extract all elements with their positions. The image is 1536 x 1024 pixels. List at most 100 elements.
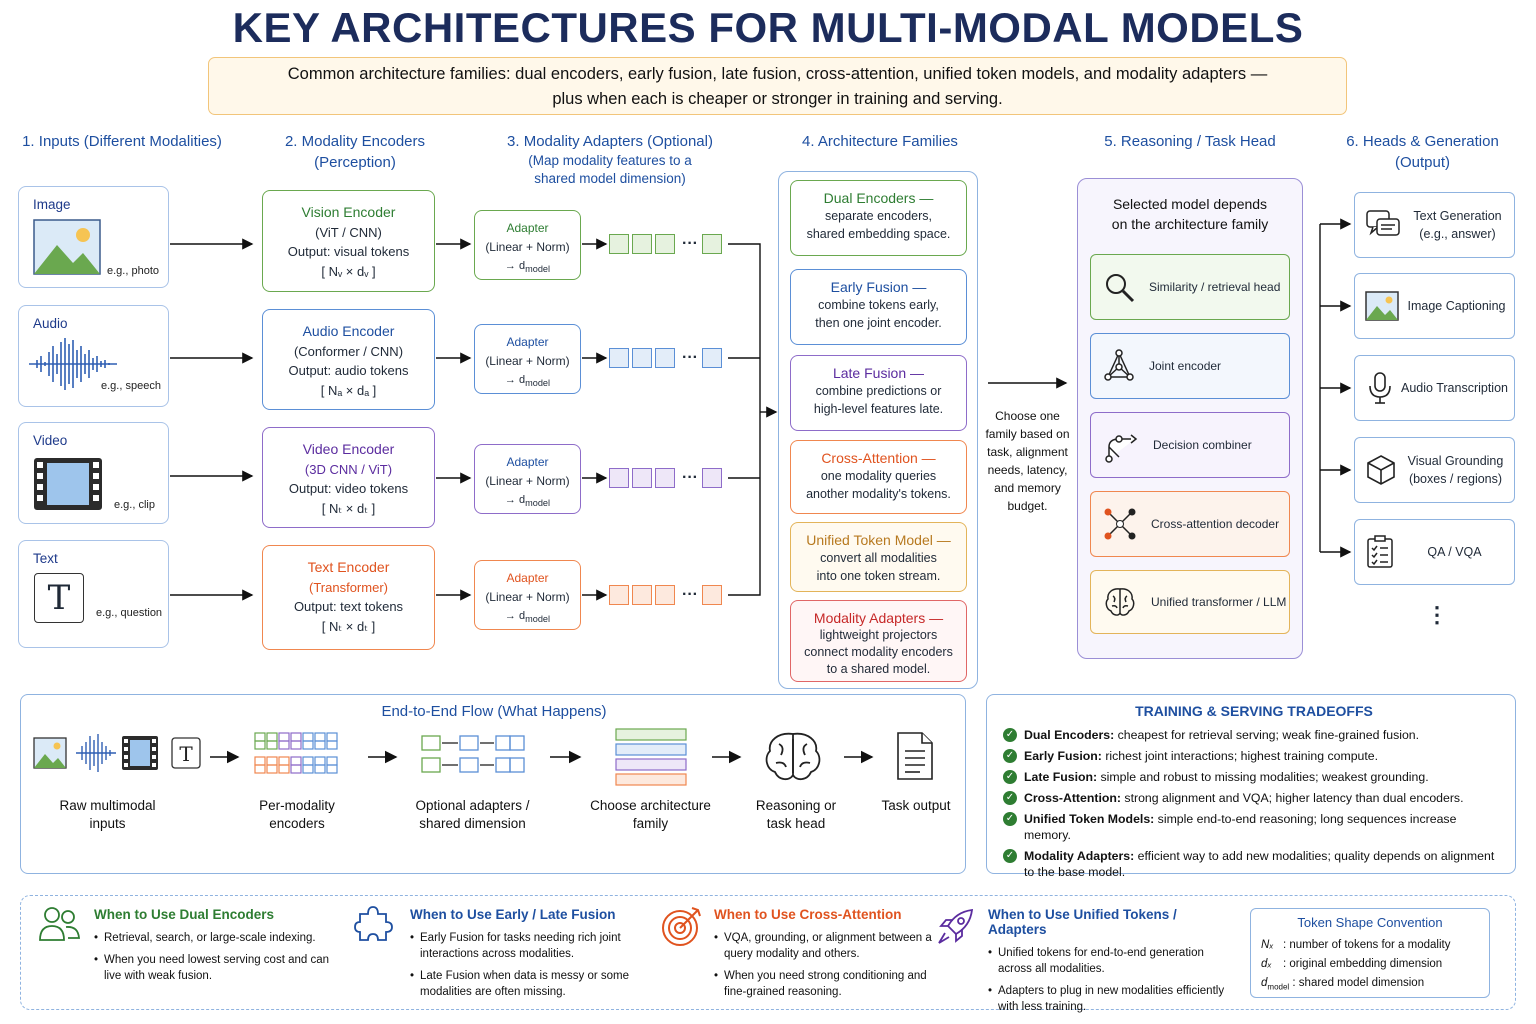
tip-cross-attention: When to Use Cross-Attention VQA, groundi… [714, 907, 944, 1006]
output-text-generation-l1: Text Generation [1413, 209, 1502, 223]
column-header-encoders-line2: (Perception) [314, 154, 396, 171]
family-adapters-title: Modality Adapters — [813, 610, 944, 626]
tradeoffs-panel: TRAINING & SERVING TRADEOFFS ✓Dual Encod… [986, 694, 1516, 879]
token-ellipsis: ··· [682, 586, 698, 604]
token-text [609, 585, 629, 605]
tip-early-late-fusion: When to Use Early / Late Fusion Early Fu… [410, 907, 645, 1006]
family-dual-encoders: Dual Encoders — separate encoders, share… [790, 180, 967, 256]
waveform-icon [29, 338, 117, 390]
image-icon [33, 737, 67, 769]
flow-step-label: Per-modality [259, 798, 335, 813]
tradeoff-row: ✓Late Fusion: simple and robust to missi… [1003, 769, 1505, 785]
adapter-video-out: → d [504, 494, 526, 506]
output-qa-l1: QA / VQA [1427, 545, 1482, 559]
token-video [655, 468, 675, 488]
tradeoff-row: ✓Modality Adapters: efficient way to add… [1003, 848, 1505, 880]
encoder-video-arch: (3D CNN / ViT) [304, 461, 393, 477]
tip-item: Adapters to plug in new modalities effic… [988, 983, 1228, 1015]
family-late-title: Late Fusion — [832, 365, 925, 381]
token-audio [632, 348, 652, 368]
adapter-audio-sub: model [525, 378, 551, 389]
convention-desc: : number of tokens for a modality [1283, 939, 1451, 951]
flow-panel: End-to-End Flow (What Happens) [20, 694, 966, 874]
token-row-text: ··· [609, 585, 725, 605]
encoder-audio-shape: [ Nₐ × dₐ ] [320, 382, 377, 398]
reasoning-header-l1: Selected model depends [1112, 196, 1268, 212]
adapter-vision: Adapter (Linear + Norm) → dmodel [474, 210, 581, 280]
family-late-l2: high-level features late. [813, 402, 944, 416]
check-icon: ✓ [1003, 812, 1017, 826]
token-vision [609, 234, 629, 254]
flow-step-label: Choose architecture [590, 798, 711, 813]
tip-item: Late Fusion when data is messy or some m… [410, 968, 645, 1000]
adapter-vision-title: Adapter [506, 221, 549, 235]
image-icon [33, 219, 101, 275]
subtitle-line-2: plus when each is cheaper or stronger in… [552, 90, 1003, 108]
family-cross-l1: one modality queries [820, 469, 937, 483]
tradeoff-text: richest joint interactions; highest trai… [1101, 749, 1379, 763]
flow-step-label: task head [766, 816, 826, 831]
input-audio-example: e.g., speech [101, 380, 161, 392]
flow-adapters-icon [421, 735, 525, 773]
adapter-text-title: Adapter [506, 571, 549, 585]
choose-line: and memory [994, 481, 1061, 495]
convention-symbol: dₓ [1261, 958, 1272, 970]
family-unified-token: Unified Token Model — convert all modali… [790, 522, 967, 592]
family-modality-adapters: Modality Adapters — lightweight projecto… [790, 600, 967, 682]
head-joint-encoder: Joint encoder [1090, 333, 1290, 399]
column-header-encoders: 2. Modality Encoders (Perception) [255, 131, 455, 173]
tip-dual-title: When to Use Dual Encoders [94, 907, 275, 922]
tradeoff-name: Cross-Attention: [1024, 791, 1122, 805]
encoder-text-output: Output: text tokens [293, 599, 404, 614]
token-row-video: ··· [609, 468, 725, 488]
check-icon: ✓ [1003, 728, 1017, 742]
flow-family-stack-icon [615, 728, 687, 786]
output-image-captioning-l1: Image Captioning [1407, 299, 1506, 313]
output-text-generation-l2: (e.g., answer) [1419, 227, 1496, 241]
check-icon: ✓ [1003, 749, 1017, 763]
flow-step-output: Task output [868, 797, 964, 815]
choose-line: budget. [1007, 499, 1048, 513]
convention-row: dₓ: original embedding dimension [1261, 955, 1479, 974]
adapter-video-title: Adapter [506, 455, 549, 469]
family-dual-title: Dual Encoders — [823, 190, 934, 206]
flow-step-adapters: Optional adapters /shared dimension [400, 797, 545, 833]
adapter-text-body: (Linear + Norm) [485, 590, 570, 604]
adapter-audio-out: → d [504, 374, 526, 386]
family-late-l1: combine predictions or [815, 384, 942, 398]
input-video-example: e.g., clip [114, 499, 155, 511]
adapter-video-sub: model [525, 498, 551, 509]
checklist-icon [1367, 535, 1393, 568]
adapter-text: Adapter (Linear + Norm) → dmodel [474, 560, 581, 630]
tip-unified-title: When to Use Unified Tokens / Adapters [988, 907, 1177, 937]
family-dual-l2: shared embedding space. [806, 227, 951, 241]
adapter-audio: Adapter (Linear + Norm) → dmodel [474, 324, 581, 394]
document-icon [897, 732, 933, 780]
tradeoff-text: simple and robust to missing modalities;… [1097, 770, 1429, 784]
head-similarity-label: Similarity / retrieval head [1149, 280, 1281, 294]
tradeoff-row: ✓Early Fusion: richest joint interaction… [1003, 748, 1505, 764]
check-icon: ✓ [1003, 791, 1017, 805]
head-joint-label: Joint encoder [1149, 359, 1222, 373]
tip-item: Unified tokens for end-to-end generation… [988, 945, 1228, 977]
input-image-label: Image [33, 197, 71, 212]
adapter-vision-sub: model [525, 264, 551, 275]
flow-step-label: inputs [89, 816, 126, 831]
token-text [632, 585, 652, 605]
image-icon [1365, 291, 1399, 321]
encoder-vision-title: Vision Encoder [301, 204, 396, 220]
family-early-title: Early Fusion — [830, 279, 927, 295]
token-text [655, 585, 675, 605]
token-video [701, 468, 722, 488]
tradeoff-name: Dual Encoders: [1024, 728, 1115, 742]
encoder-audio-arch: (Conformer / CNN) [293, 343, 404, 359]
output-visual-grounding-l2: (boxes / regions) [1408, 472, 1503, 486]
adapter-audio-body: (Linear + Norm) [485, 354, 570, 368]
convention-symbol: d [1261, 977, 1268, 989]
chat-icon [1366, 210, 1400, 236]
token-audio [609, 348, 629, 368]
token-text [701, 585, 722, 605]
